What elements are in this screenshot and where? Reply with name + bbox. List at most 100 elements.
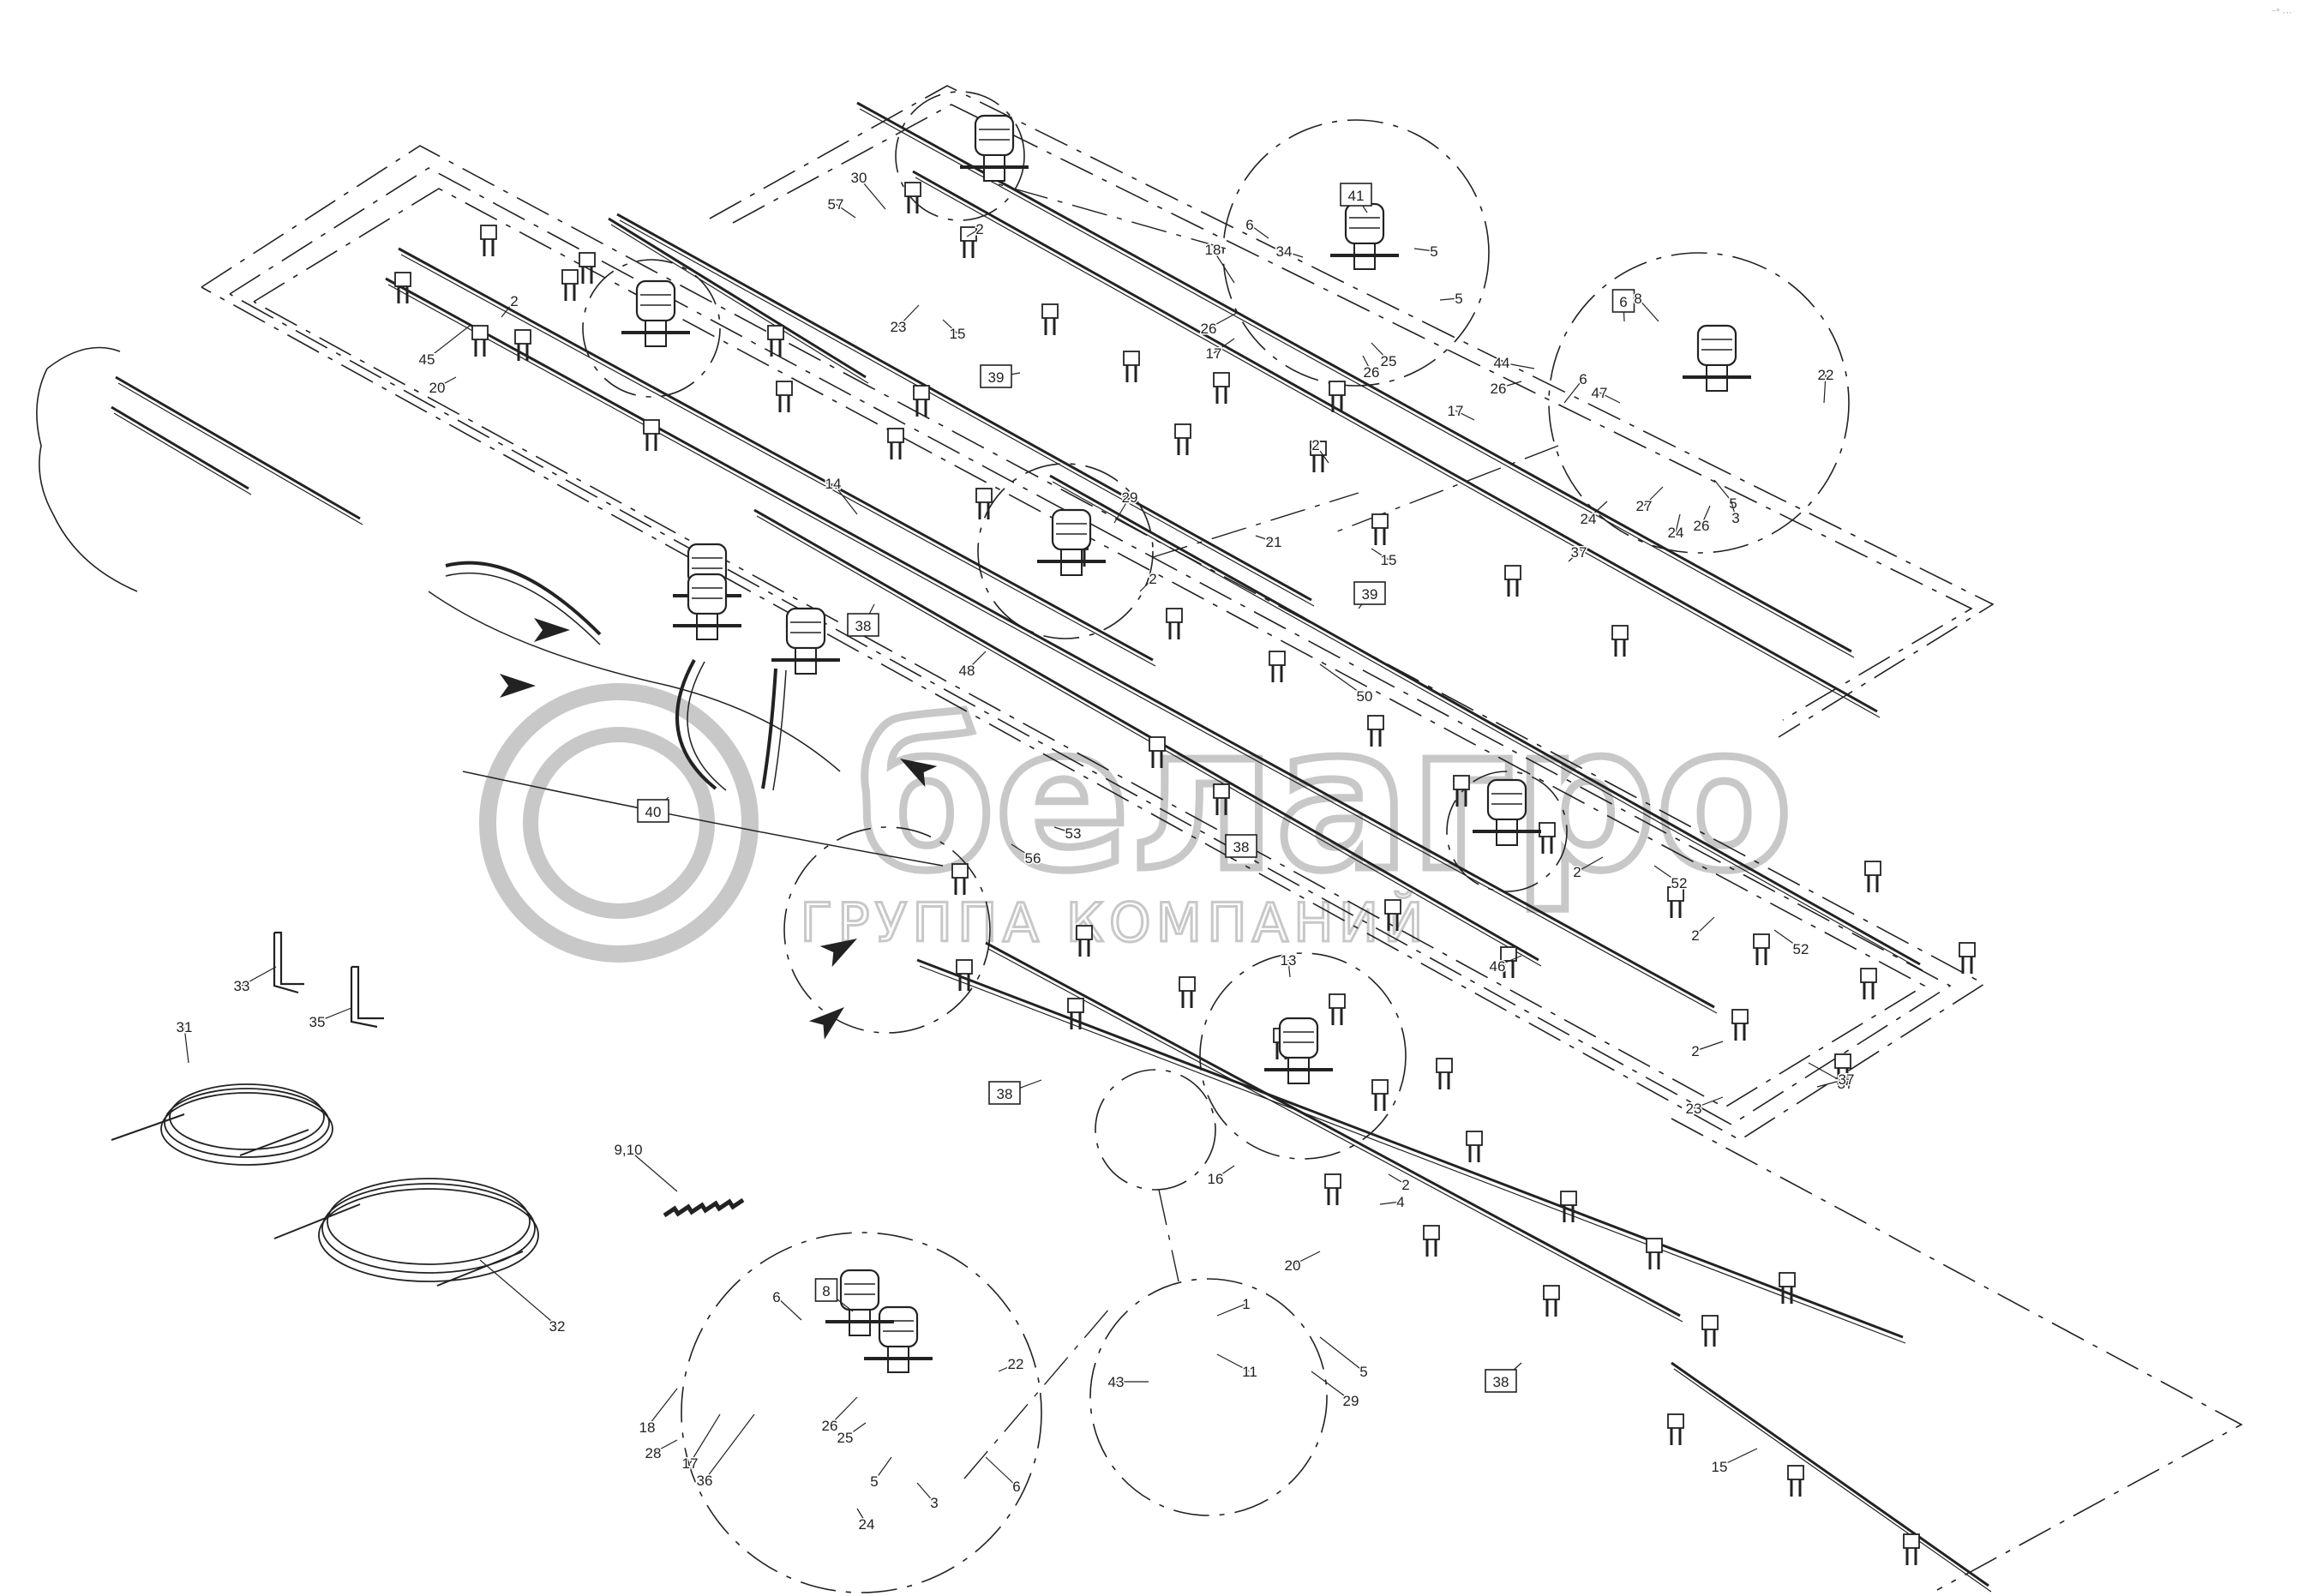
callout-label: 26 <box>822 1418 838 1434</box>
callout-label: 40 <box>645 804 662 820</box>
dash-dot-frame <box>229 167 1952 1125</box>
pipe-clamp <box>1834 1053 1851 1085</box>
callout-leader <box>1292 1251 1321 1266</box>
valve-assembly <box>1473 778 1541 846</box>
callout-leader <box>1413 248 1435 252</box>
detail-circle <box>1222 119 1490 387</box>
pipe-clamp <box>1329 993 1346 1025</box>
callout-label: 37 <box>1838 1076 1854 1092</box>
callout-leader <box>426 325 471 360</box>
callout-label: 39 <box>988 369 1005 386</box>
clamp-body <box>1371 1079 1389 1095</box>
callout-label: 38 <box>855 618 872 634</box>
hose-coil-32 <box>321 1183 536 1274</box>
clamp-body <box>1269 651 1286 666</box>
callout-label: 34 <box>1276 243 1293 260</box>
clamp-body <box>1504 565 1521 580</box>
callout-leader <box>856 1508 867 1525</box>
pipe-line <box>111 405 249 490</box>
callout-leader <box>1249 224 1269 239</box>
valve-assembly <box>825 1269 894 1336</box>
callout-leader <box>479 1259 558 1327</box>
callout-leader <box>1213 338 1235 354</box>
pipe-clamp <box>1371 1079 1389 1111</box>
callout-leader <box>1497 955 1522 967</box>
callout-label: 20 <box>1285 1257 1301 1274</box>
clamp-body <box>480 225 497 240</box>
callout-leader <box>1823 374 1827 404</box>
callout-box <box>988 1081 1021 1105</box>
clamp-body <box>1436 1058 1453 1073</box>
hose-line <box>428 591 944 867</box>
callout-label: 47 <box>1592 385 1608 401</box>
callout-leader <box>627 1149 678 1192</box>
clamp-body <box>887 428 904 443</box>
callout-leader <box>1455 410 1475 421</box>
callout-label: 3 <box>930 1495 938 1511</box>
callout-leader <box>844 1422 867 1438</box>
tank-outline <box>36 346 138 592</box>
hose-coil-31 <box>160 1092 333 1166</box>
callout-label: 30 <box>851 170 867 186</box>
callout-label: 25 <box>837 1430 854 1446</box>
callout-label: 17 <box>1206 345 1222 362</box>
callout-leader <box>1255 535 1275 543</box>
callout-label: 56 <box>1025 850 1041 867</box>
callout-label: 53 <box>1065 825 1082 842</box>
clamp-body <box>1701 1315 1719 1330</box>
clamp-body <box>1667 886 1684 902</box>
part-symbols <box>111 114 1976 1565</box>
clamp-body <box>1860 968 1877 983</box>
callout-label: 15 <box>950 326 966 342</box>
callout-label: 28 <box>645 1445 662 1461</box>
hose-coil-32-end <box>273 1203 361 1239</box>
pipe-line-edge <box>387 284 1718 1014</box>
callout-label: 6 <box>1245 217 1253 233</box>
callout-box <box>814 1278 838 1302</box>
pipe-line <box>115 375 361 520</box>
callout-label: 2 <box>1401 1177 1409 1193</box>
clamp-body <box>1667 1413 1684 1429</box>
callout-label: 5 <box>1359 1364 1367 1380</box>
pipe-clamp <box>1149 736 1166 768</box>
callout-leader <box>1713 479 1734 504</box>
callout-label: 5 <box>1455 291 1462 307</box>
detail-circle <box>895 91 1025 221</box>
dash-dot-frame <box>253 188 1926 1108</box>
callout-label: 24 <box>1581 511 1597 527</box>
bracket-35 <box>350 965 384 1029</box>
clamp-body <box>1174 423 1191 439</box>
callout-label: 13 <box>1281 952 1297 969</box>
callout-box <box>1485 1369 1517 1393</box>
pipe-clamp <box>1787 1465 1804 1497</box>
pipe-clamp <box>561 269 579 301</box>
callout-leader <box>1439 297 1460 301</box>
valve-assembly <box>1264 1017 1333 1084</box>
callout-leader <box>1379 1201 1401 1205</box>
callout-label: 36 <box>697 1473 713 1489</box>
pipe-line-edge <box>619 219 1315 607</box>
callout-label: 26 <box>1201 321 1217 337</box>
clamp-body <box>975 488 993 503</box>
callout-leader <box>998 1363 1017 1372</box>
callout-leader <box>1371 342 1389 362</box>
callout-leader <box>942 319 958 334</box>
clamp-body <box>1371 513 1389 529</box>
callout-label: 2 <box>975 221 983 237</box>
clamp-body <box>1076 925 1093 940</box>
pipe-clamp <box>1753 933 1770 965</box>
callout-label: 38 <box>1233 839 1250 855</box>
callout-box <box>980 364 1012 388</box>
callout-label: 2 <box>1149 571 1156 587</box>
pipe-clamp <box>514 329 531 361</box>
pipe-clamp <box>1731 1009 1749 1041</box>
callout-label: 35 <box>309 1014 326 1030</box>
callout-leader <box>1287 959 1291 978</box>
detail-circle <box>1095 1069 1216 1191</box>
pipe-line <box>916 958 1904 1339</box>
callout-label: 22 <box>1818 367 1834 383</box>
pipe-clamp <box>956 959 973 991</box>
callout-label: 22 <box>1008 1356 1024 1372</box>
